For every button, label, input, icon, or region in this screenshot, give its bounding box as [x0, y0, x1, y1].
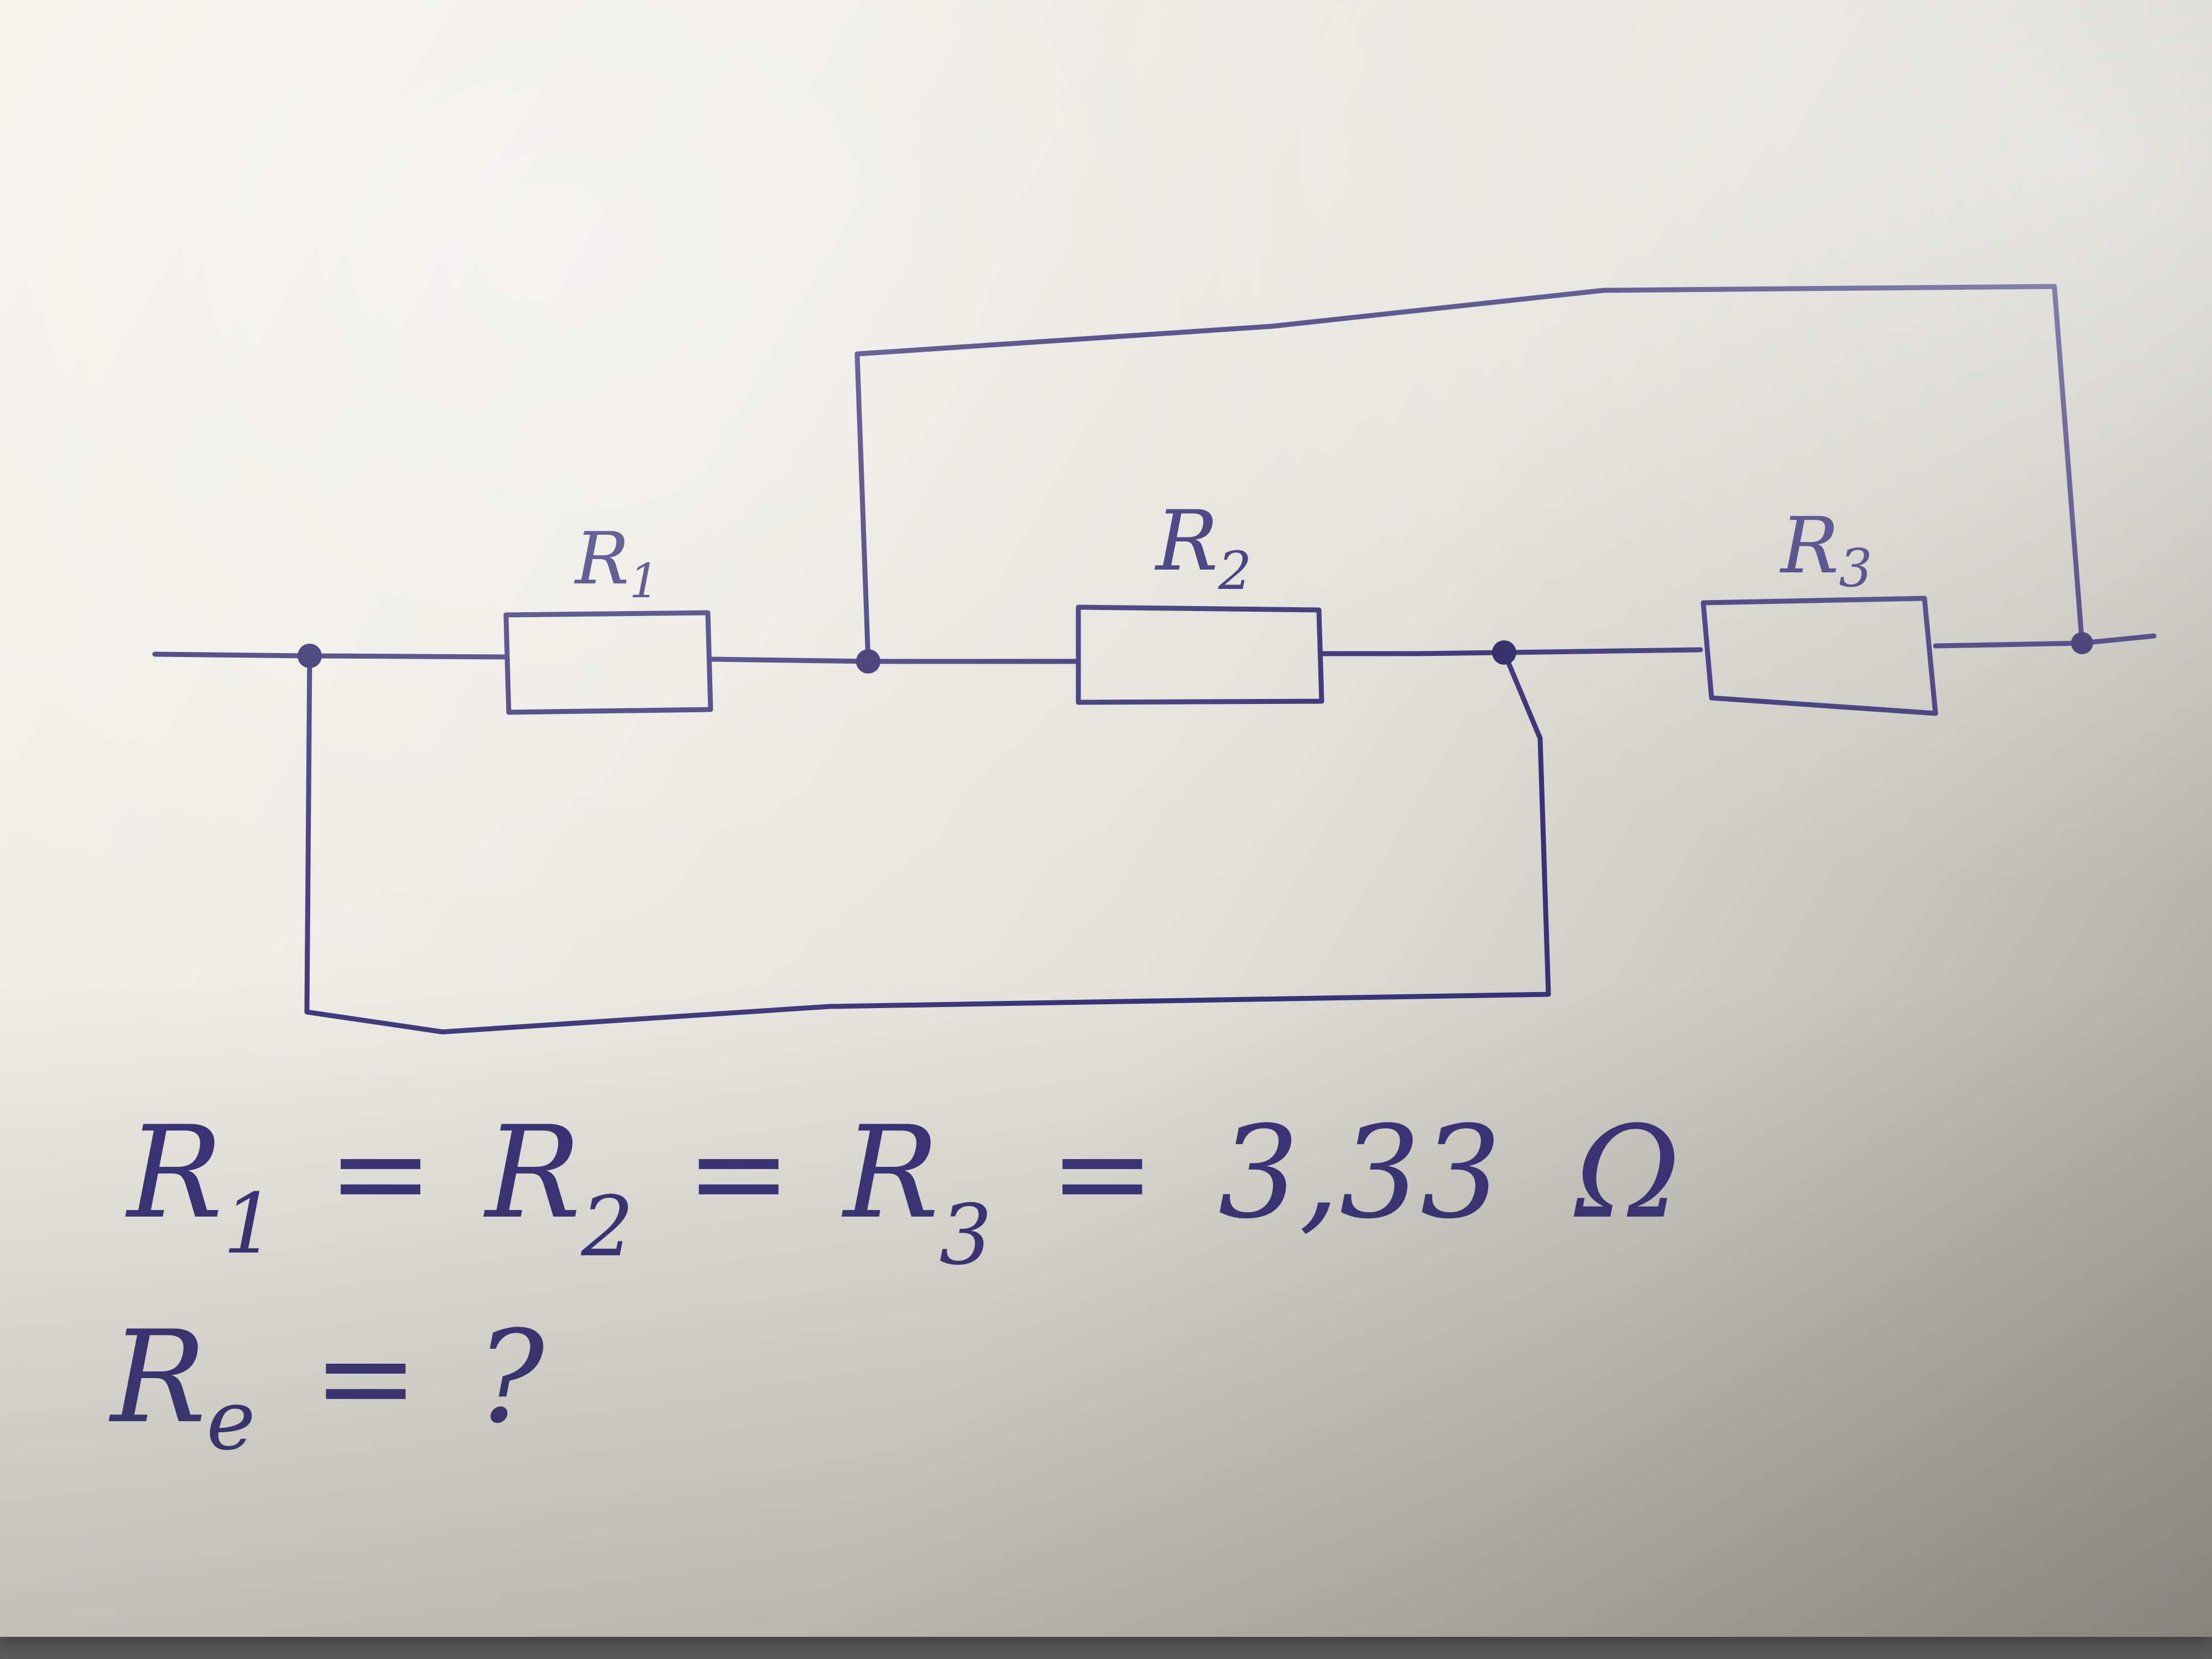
wire-input	[152, 651, 312, 659]
wire-top-loop	[854, 284, 2085, 664]
wire-node3-r3	[1501, 647, 1703, 655]
junction-node-3	[1492, 640, 1516, 665]
resistor-r3-body	[1700, 596, 1938, 716]
junction-node-4	[2071, 632, 2093, 654]
label-r3: R3	[1779, 501, 1872, 599]
wire-r1-node2	[708, 656, 871, 664]
wire-node1-r1	[307, 653, 509, 660]
wire-r3-node4	[1933, 640, 2085, 649]
equation-line: R1 = R2 = R3 = 3,33 Ω	[125, 1099, 1681, 1294]
question-line: Re = ?	[108, 1304, 545, 1479]
wire-output	[2079, 633, 2157, 646]
junction-node-2	[856, 649, 880, 674]
label-r1: R1	[574, 517, 659, 609]
wire-bottom-loop	[304, 650, 1551, 1035]
resistor-r1-body	[503, 610, 713, 715]
wire-r2-node3	[1319, 650, 1507, 656]
junction-node-1	[298, 644, 322, 668]
label-r2: R2	[1154, 493, 1251, 602]
resistor-r2-body	[1076, 604, 1324, 705]
